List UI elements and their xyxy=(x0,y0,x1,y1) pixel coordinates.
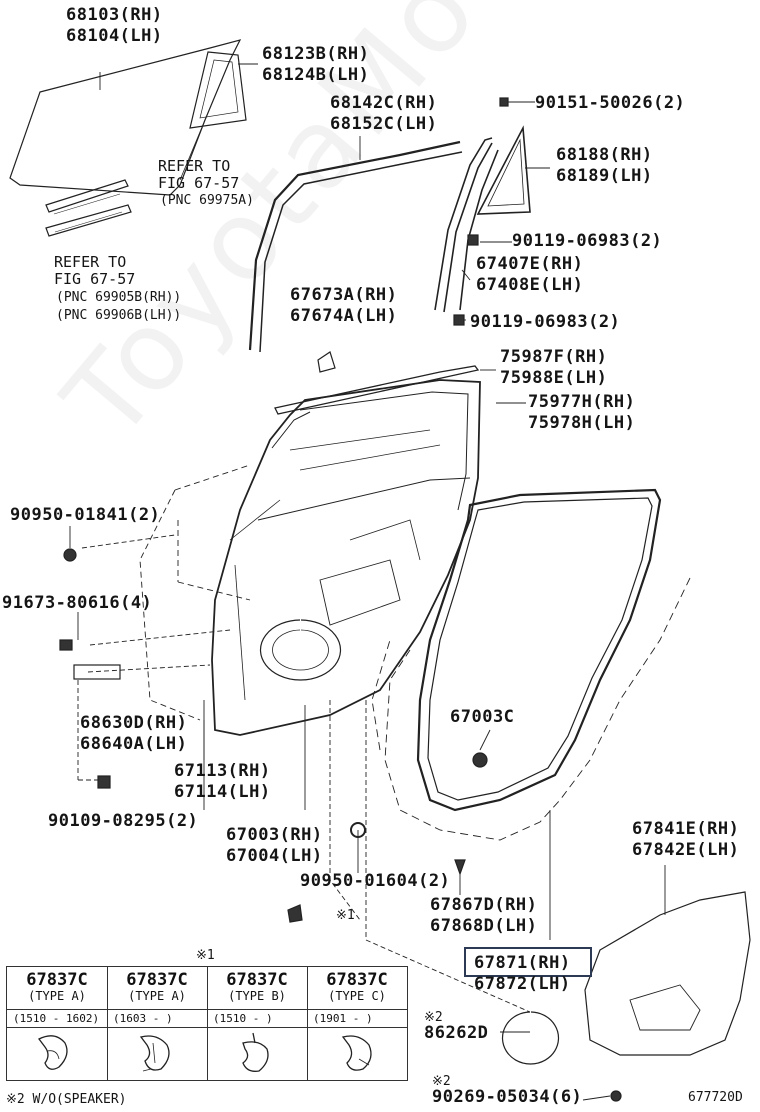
table-part-number: 67837C xyxy=(26,970,88,990)
label-90151: 90151-50026(2) xyxy=(535,93,686,113)
label-90950-a: 90950-01841(2) xyxy=(10,505,161,525)
speaker-cover xyxy=(501,1011,560,1065)
clip-type-a-icon xyxy=(38,1035,68,1070)
refer-pnc-1: (PNC 69975A) xyxy=(160,193,254,208)
leader-lines xyxy=(69,63,666,1101)
label-67114: 67114(LH) xyxy=(174,782,271,802)
door-trim-outline xyxy=(371,577,691,841)
label-68124b: 68124B(LH) xyxy=(262,65,370,85)
table-divider xyxy=(107,967,108,1080)
fasteners xyxy=(59,97,622,1102)
table-part-number: 67837C xyxy=(226,970,288,990)
quarter-glass xyxy=(189,51,247,129)
note-2-b: ※2 xyxy=(432,1074,451,1089)
label-68103: 68103(RH) xyxy=(66,5,163,25)
refer-pnc-2b: (PNC 69906B(LH)) xyxy=(56,308,182,323)
label-68152c: 68152C(LH) xyxy=(330,114,438,134)
figure-number: 677720D xyxy=(688,1090,743,1105)
label-68123b: 68123B(RH) xyxy=(262,44,370,64)
door-sash xyxy=(434,137,499,313)
label-67867d: 67867D(RH) xyxy=(430,895,538,915)
label-67872: 67872(LH) xyxy=(474,974,571,994)
label-67407e: 67407E(RH) xyxy=(476,254,584,274)
label-75977h: 75977H(RH) xyxy=(528,392,636,412)
label-91673: 91673-80616(4) xyxy=(2,593,153,613)
table-divider xyxy=(307,967,308,1080)
label-90119-b: 90119-06983(2) xyxy=(470,312,621,332)
refer-fig-2: FIG 67-57 xyxy=(54,270,136,288)
label-68640a: 68640A(LH) xyxy=(80,734,188,754)
label-67868d: 67868D(LH) xyxy=(430,916,538,936)
label-67673a: 67673A(RH) xyxy=(290,285,398,305)
label-68188: 68188(RH) xyxy=(556,145,653,165)
clip-type-b-icon xyxy=(242,1032,269,1072)
label-86262d: 86262D xyxy=(424,1023,489,1043)
label-68189: 68189(LH) xyxy=(556,166,653,186)
door-outer-outline xyxy=(139,464,251,721)
refer-pnc-2a: (PNC 69905B(RH)) xyxy=(56,290,182,305)
table-column: 67837C (TYPE B) (1510 - ) xyxy=(207,967,307,1080)
label-90950-b: 90950-01604(2) xyxy=(300,871,451,891)
clip-type-a-icon xyxy=(139,1035,170,1072)
highlight-67871 xyxy=(464,947,592,977)
label-67408e: 67408E(LH) xyxy=(476,275,584,295)
table-dates: (1603 - ) xyxy=(113,1012,173,1025)
door-glass xyxy=(9,39,242,196)
table-type: (TYPE A) xyxy=(128,989,186,1003)
label-90269: 90269-05034(6) xyxy=(432,1087,583,1107)
table-part-number: 67837C xyxy=(326,970,388,990)
note-1-table: ※1 xyxy=(196,948,215,963)
note-2-a: ※2 xyxy=(424,1010,443,1025)
label-67003c: 67003C xyxy=(450,707,515,727)
table-type: (TYPE B) xyxy=(228,989,286,1003)
refer-label-1: REFER TO xyxy=(158,157,231,175)
refer-label-2: REFER TO xyxy=(54,253,127,271)
label-90119-a: 90119-06983(2) xyxy=(512,231,663,251)
table-column: 67837C (TYPE C) (1901 - ) xyxy=(307,967,407,1080)
label-67871: 67871(RH) xyxy=(474,953,571,973)
label-68630d: 68630D(RH) xyxy=(80,713,188,733)
label-67674a: 67674A(LH) xyxy=(290,306,398,326)
label-67004: 67004(LH) xyxy=(226,846,323,866)
label-67113: 67113(RH) xyxy=(174,761,271,781)
table-column: 67837C (TYPE A) (1603 - ) xyxy=(107,967,207,1080)
label-68104: 68104(LH) xyxy=(66,26,163,46)
table-column: 67837C (TYPE A) (1510 - 1602) xyxy=(7,967,107,1080)
table-type: (TYPE C) xyxy=(328,989,386,1003)
label-67003: 67003(RH) xyxy=(226,825,323,845)
label-75987f: 75987F(RH) xyxy=(500,347,608,367)
footnote: ※2 W/O(SPEAKER) xyxy=(6,1092,127,1107)
label-75978h: 75978H(LH) xyxy=(528,413,636,433)
belt-weatherstrips xyxy=(45,179,132,237)
clip-variant-table: 67837C (TYPE A) (1510 - 1602) 67837C (TY… xyxy=(6,966,408,1081)
label-90109: 90109-08295(2) xyxy=(48,811,199,831)
label-68142c: 68142C(RH) xyxy=(330,93,438,113)
table-dates: (1510 - 1602) xyxy=(13,1012,100,1025)
label-67842e: 67842E(LH) xyxy=(632,840,740,860)
quarter-frame xyxy=(476,125,531,215)
table-dates: (1901 - ) xyxy=(313,1012,373,1025)
door-trim xyxy=(584,891,751,1056)
table-part-number: 67837C xyxy=(126,970,188,990)
label-67841e: 67841E(RH) xyxy=(632,819,740,839)
door-weatherstrip xyxy=(416,488,662,812)
note-1-mark: ※1 xyxy=(336,908,355,923)
label-75988e: 75988E(LH) xyxy=(500,368,608,388)
refer-fig-1: FIG 67-57 xyxy=(158,174,240,192)
table-divider xyxy=(207,967,208,1080)
belt-moulding xyxy=(274,351,480,415)
clip-type-c-icon xyxy=(341,1035,372,1071)
door-panel xyxy=(211,379,481,736)
table-dates: (1510 - ) xyxy=(213,1012,273,1025)
glass-run-channel xyxy=(248,140,463,353)
table-type: (TYPE A) xyxy=(28,989,86,1003)
